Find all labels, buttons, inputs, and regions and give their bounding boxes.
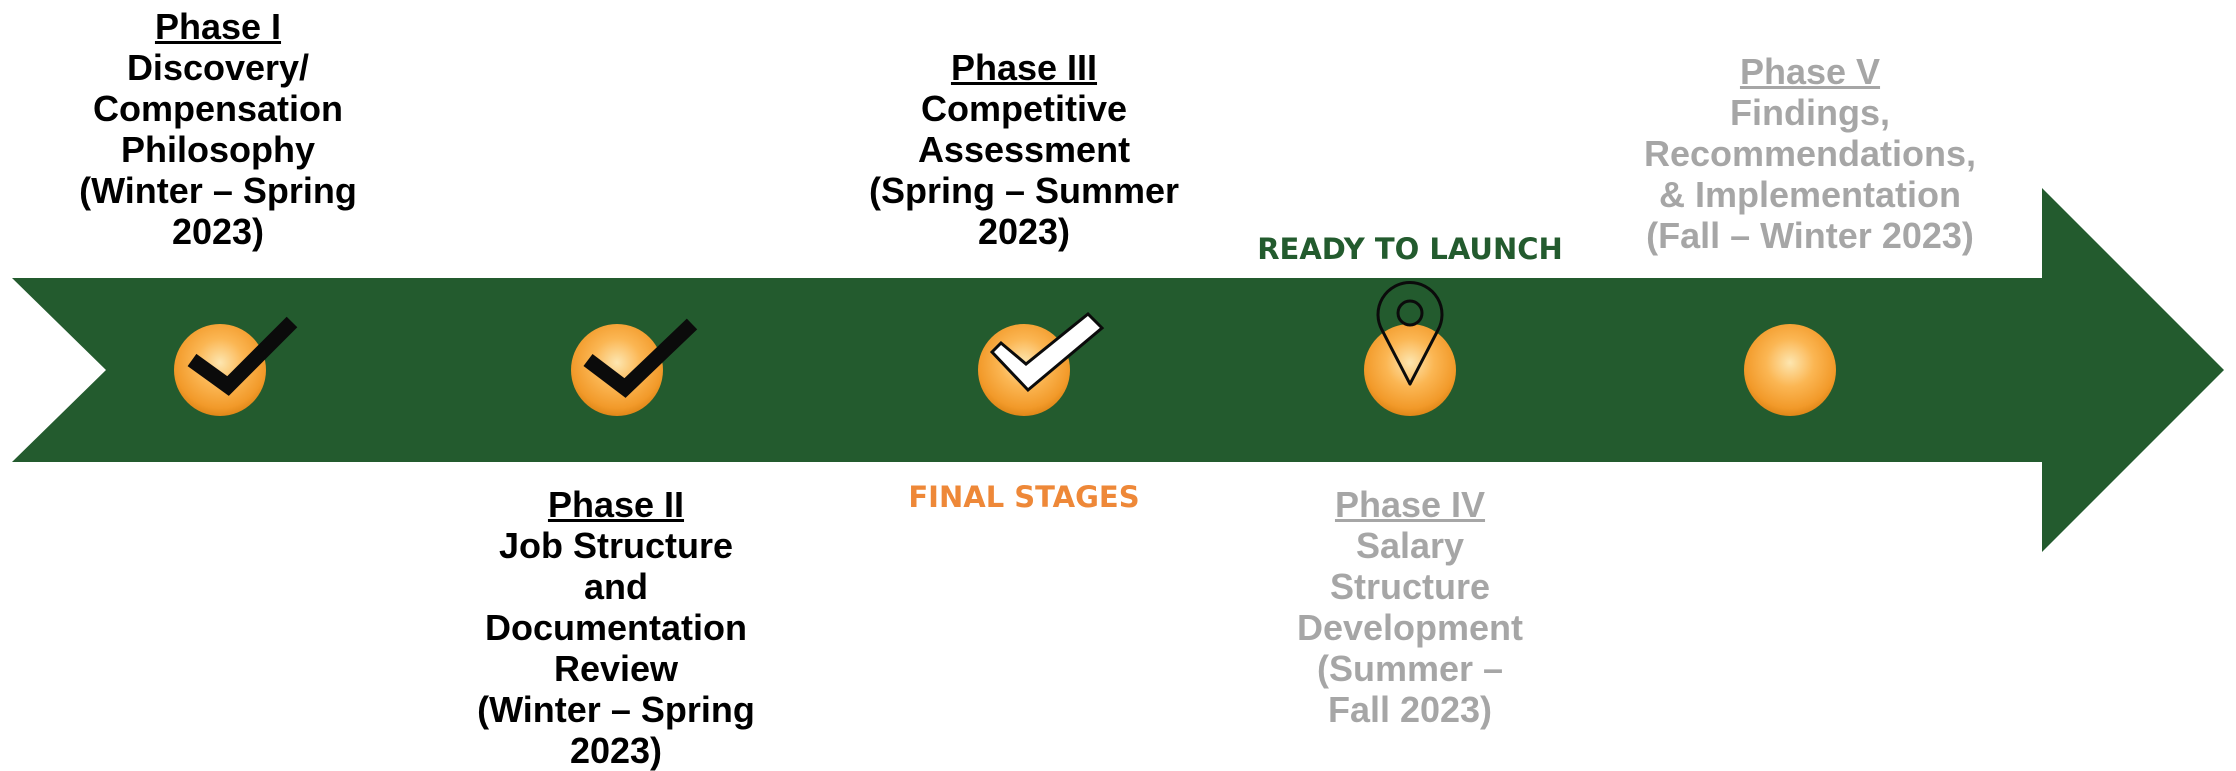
phase-4-circle	[1364, 324, 1456, 416]
white-check-icon	[989, 311, 1105, 393]
phase-2-marker	[571, 318, 698, 416]
phase-2-line: and	[583, 566, 648, 607]
phase-3-label: Phase III Competitive Assessment (Spring…	[854, 47, 1194, 252]
phase-2-line: Review	[553, 648, 679, 689]
phase-1-marker	[174, 316, 298, 416]
phase-3-title: Phase III	[950, 47, 1098, 88]
ready-to-launch-label: READY TO LAUNCH	[1257, 232, 1563, 266]
phase-1-line: (Winter – Spring	[79, 170, 357, 211]
phase-3-marker	[978, 311, 1105, 416]
phase-1-line: Compensation	[92, 88, 343, 129]
phase-5-label: Phase V Findings, Recommendations, & Imp…	[1610, 51, 2010, 256]
phase-1-label: Phase I Discovery/ Compensation Philosop…	[48, 6, 388, 252]
location-pin-dot	[1396, 299, 1424, 327]
location-pin-icon	[1376, 281, 1444, 386]
phase-2-line: (Winter – Spring	[477, 689, 755, 730]
phase-3-line: 2023)	[977, 211, 1071, 252]
phase-2-circle	[571, 324, 663, 416]
black-check-icon	[583, 318, 698, 398]
phase-3-line: Assessment	[917, 129, 1131, 170]
phase-4-line: Structure	[1329, 566, 1491, 607]
phase-4-marker	[1364, 281, 1456, 416]
final-stages-label: FINAL STAGES	[908, 480, 1140, 514]
phase-3-line: (Spring – Summer	[868, 170, 1180, 211]
phase-2-label: Phase II Job Structure and Documentation…	[446, 484, 786, 771]
phase-5-marker	[1744, 324, 1836, 416]
phase-4-label: Phase IV Salary Structure Development (S…	[1240, 484, 1580, 730]
phase-2-line: 2023)	[569, 730, 663, 771]
phase-4-line: Fall 2023)	[1327, 689, 1493, 730]
phase-2-line: Documentation	[484, 607, 747, 648]
phase-1-circle	[174, 324, 266, 416]
phase-3-line: Competitive	[920, 88, 1128, 129]
phase-4-title: Phase IV	[1334, 484, 1486, 525]
phase-1-line: Philosophy	[120, 129, 315, 170]
phase-5-title: Phase V	[1739, 51, 1881, 92]
phase-1-line: 2023)	[171, 211, 265, 252]
black-check-icon	[187, 316, 298, 396]
phase-4-line: Salary	[1355, 525, 1465, 566]
phase-4-line: Development	[1296, 607, 1524, 648]
phase-5-line: Recommendations,	[1643, 133, 1977, 174]
phase-5-line: Findings,	[1730, 92, 1890, 133]
timeline-arrow	[12, 188, 2224, 552]
phase-4-line: (Summer –	[1316, 648, 1504, 689]
phase-2-title: Phase II	[547, 484, 685, 525]
phase-5-line: & Implementation	[1658, 174, 1962, 215]
phase-5-line: (Fall – Winter 2023)	[1646, 215, 1974, 256]
phase-1-line: Discovery/	[126, 47, 310, 88]
phase-2-line: Job Structure	[498, 525, 734, 566]
phase-1-title: Phase I	[154, 6, 282, 47]
phase-5-circle	[1744, 324, 1836, 416]
